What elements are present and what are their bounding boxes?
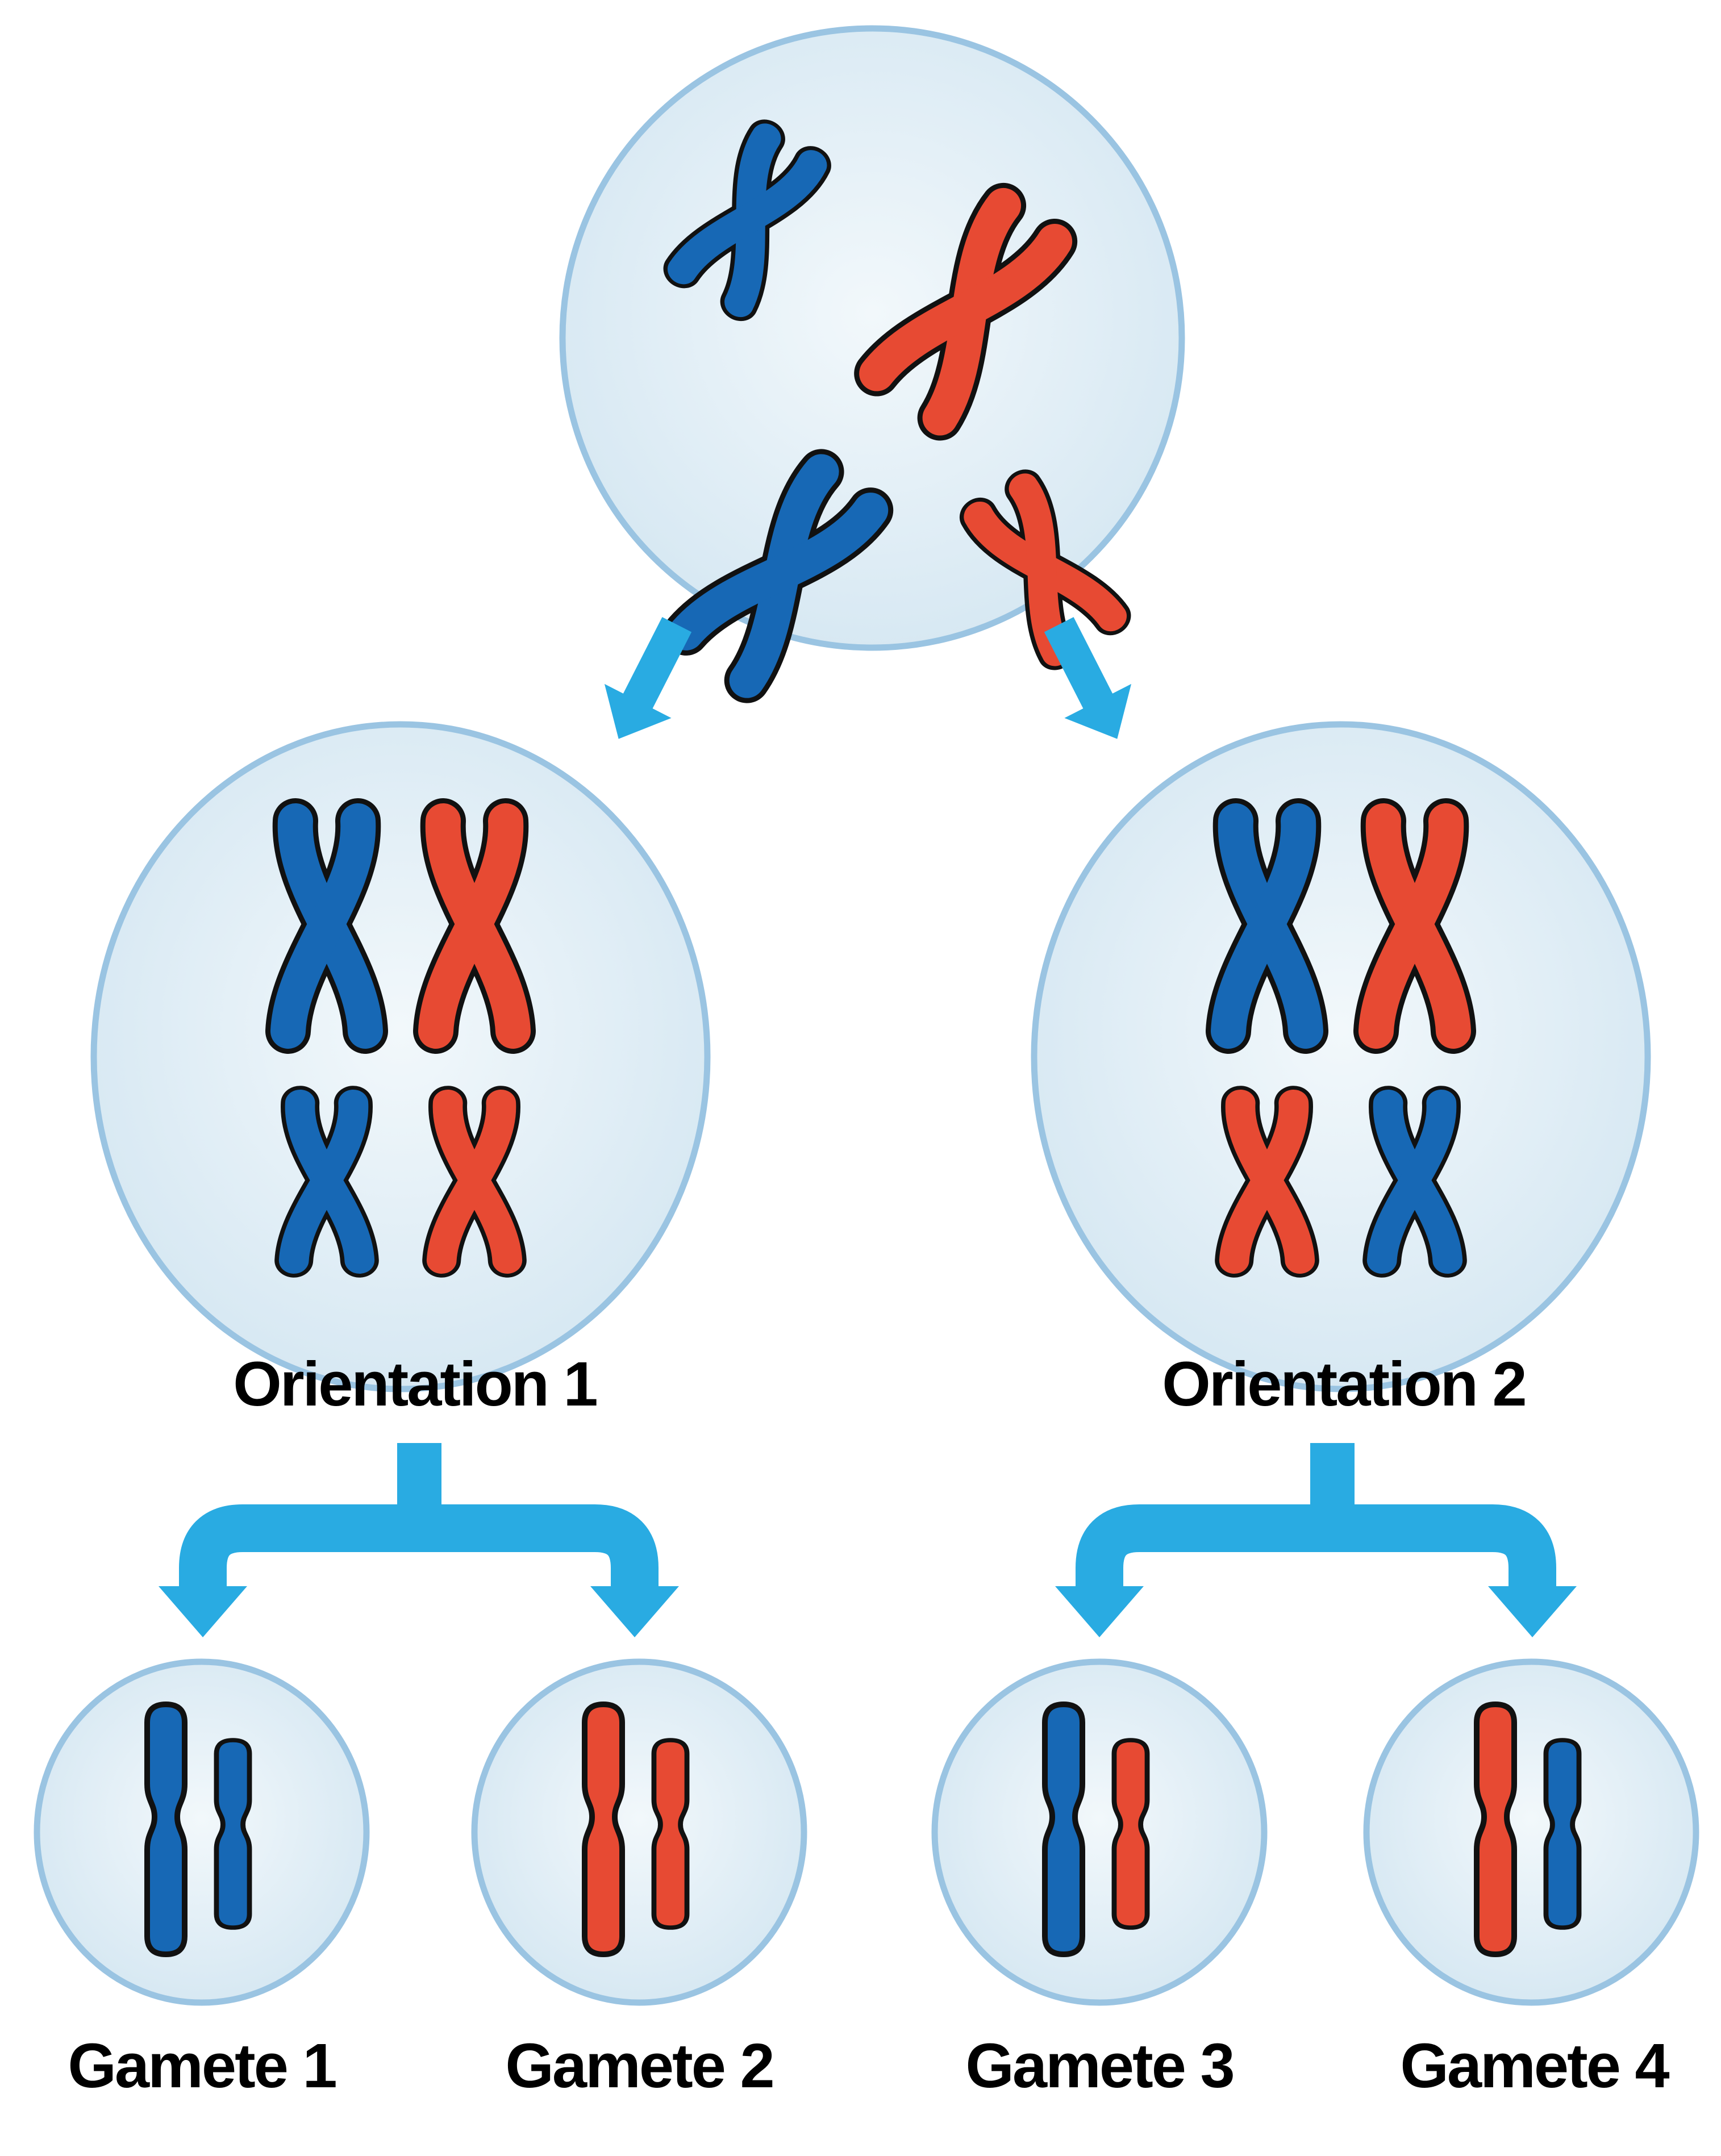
g1-long-blue-chromatid-icon <box>147 1704 185 1954</box>
g2-long-red-chromatid-icon <box>585 1704 622 1954</box>
g4-long-red-chromatid-icon <box>1477 1704 1514 1954</box>
orientation-1-label: Orientation 1 <box>233 1349 598 1419</box>
orientation-2-cell <box>1031 721 1651 1392</box>
g1-short-blue-chromatid-icon <box>216 1740 249 1928</box>
orientation-1-cell <box>90 721 711 1392</box>
g3-long-blue-chromatid-icon <box>1045 1704 1082 1954</box>
gamete-2-label: Gamete 2 <box>505 2031 774 2101</box>
gamete-4-label: Gamete 4 <box>1400 2031 1669 2101</box>
g4-short-blue-chromatid-icon <box>1546 1740 1579 1928</box>
orientation-2-label: Orientation 2 <box>1162 1349 1527 1419</box>
parent-cell <box>559 25 1185 651</box>
branch-arrow-orientation-1-icon <box>159 1443 679 1637</box>
gamete-1-label: Gamete 1 <box>68 2031 337 2101</box>
branch-arrow-orientation-2-icon <box>1055 1443 1577 1637</box>
gamete-1-cell <box>34 1658 370 2006</box>
gamete-4-cell <box>1363 1658 1699 2006</box>
gamete-2-cell <box>471 1658 807 2006</box>
g2-short-red-chromatid-icon <box>654 1740 687 1928</box>
gamete-3-cell <box>931 1658 1268 2006</box>
gamete-3-label: Gamete 3 <box>965 2031 1235 2101</box>
g3-short-red-chromatid-icon <box>1114 1740 1147 1928</box>
